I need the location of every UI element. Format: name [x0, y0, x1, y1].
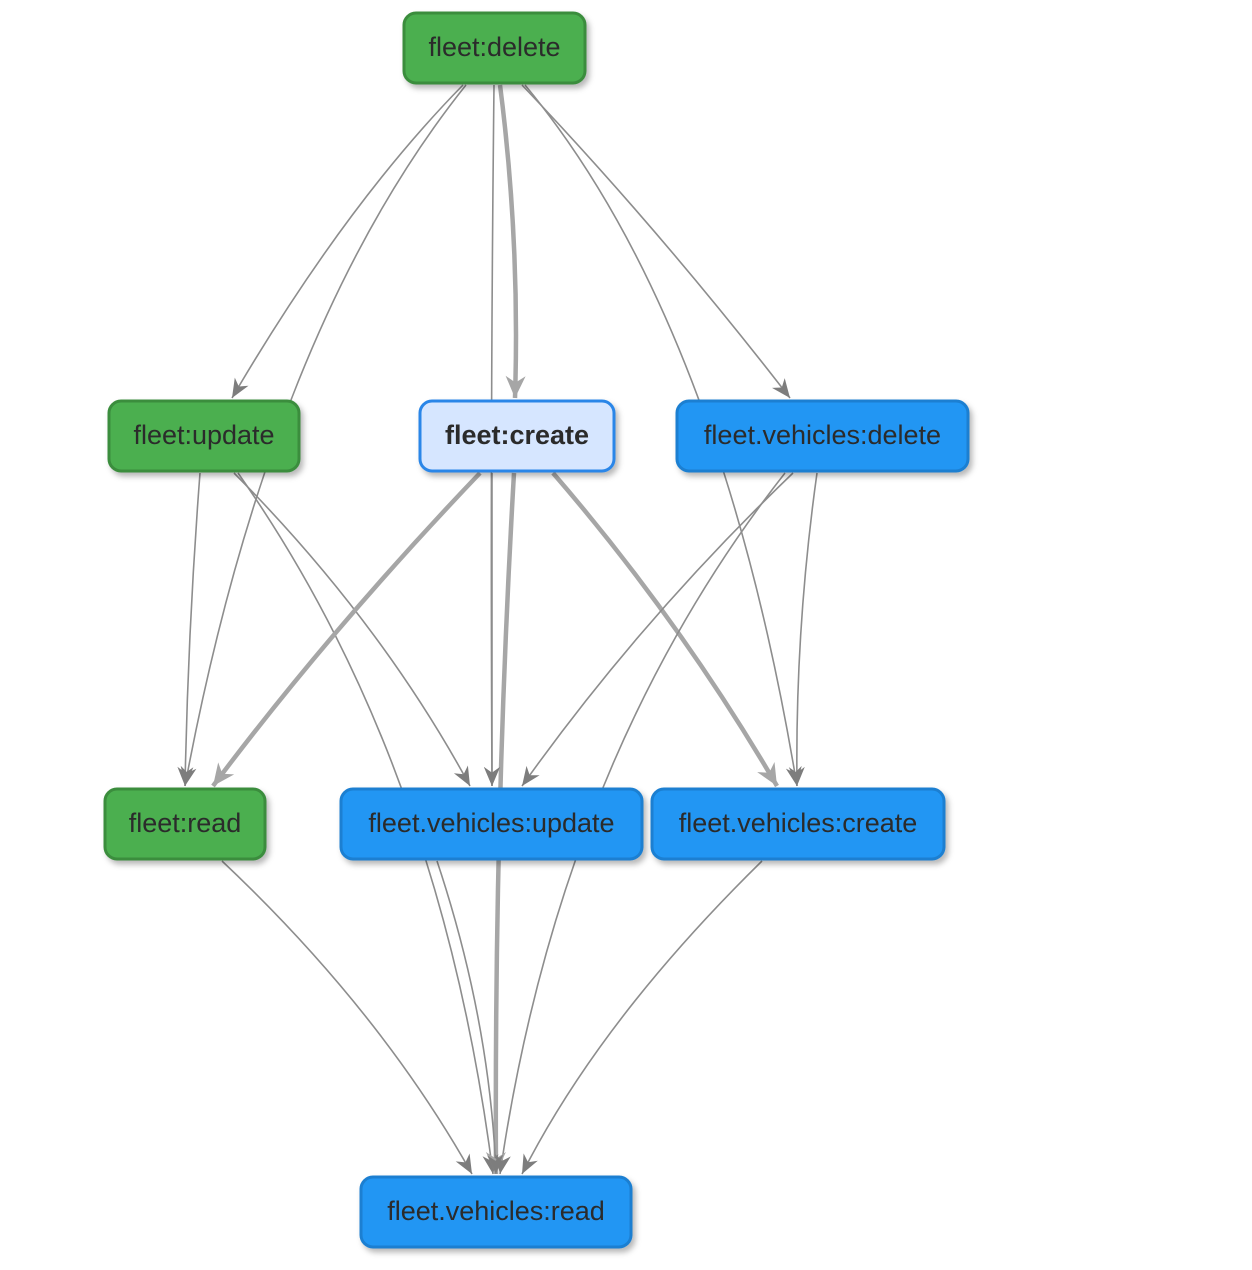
node-box: [339, 787, 644, 861]
node-box: [359, 1175, 633, 1249]
arrowhead-icon: [505, 375, 526, 398]
arrowhead-icon: [232, 377, 249, 398]
edge-fleet-read-to-vehicles-read: [221, 860, 473, 1175]
arrowhead-icon: [522, 765, 540, 786]
edge-fleet-create-to-fleet-read: [211, 471, 482, 788]
arrowhead-icon: [177, 766, 194, 786]
edge-vehicles-create-to-vehicles-read: [521, 860, 763, 1175]
node-label: fleet:delete: [428, 32, 560, 62]
node-fleet-create[interactable]: fleet:create: [418, 399, 616, 473]
arrowhead-icon: [788, 766, 805, 786]
node-label: fleet:update: [133, 420, 274, 450]
arrowhead-icon: [522, 1153, 538, 1174]
node-box: [103, 787, 267, 861]
arrowhead-icon: [453, 765, 470, 786]
edge-fleet-delete-to-vehicles-create: [524, 84, 798, 787]
arrowhead-icon: [455, 1153, 472, 1174]
node-label: fleet:read: [129, 808, 242, 838]
arrowhead-icon: [484, 767, 500, 786]
node-label: fleet.vehicles:delete: [704, 420, 941, 450]
arrowhead-icon: [487, 1154, 504, 1174]
edge-vehicles-delete-to-vehicles-create: [796, 472, 818, 787]
node-vehicles-read[interactable]: fleet.vehicles:read: [359, 1175, 633, 1249]
node-vehicles-create[interactable]: fleet.vehicles:create: [650, 787, 946, 861]
nodes-layer: fleet:delete fleet:update fleet:create flee…: [103, 11, 970, 1249]
node-fleet-read[interactable]: fleet:read: [103, 787, 267, 861]
arrowheads-layer: [177, 375, 805, 1174]
arrowhead-icon: [213, 762, 235, 786]
edge-fleet-update-to-vehicles-update: [233, 472, 471, 787]
arrowhead-icon: [772, 378, 790, 398]
node-label: fleet:create: [445, 420, 589, 450]
node-label: fleet.vehicles:read: [387, 1196, 605, 1226]
edge-fleet-update-to-fleet-read: [184, 472, 201, 787]
edge-fleet-delete-to-fleet-read: [184, 84, 467, 787]
node-label: fleet.vehicles:update: [368, 808, 614, 838]
node-box: [418, 399, 616, 473]
edge-vehicles-update-to-vehicles-read: [436, 860, 497, 1175]
node-vehicles-delete[interactable]: fleet.vehicles:delete: [675, 399, 970, 473]
node-box: [650, 787, 946, 861]
edge-fleet-create-to-vehicles-create: [551, 471, 779, 788]
node-fleet-update[interactable]: fleet:update: [107, 399, 301, 473]
edge-fleet-delete-to-vehicles-delete: [521, 84, 791, 399]
node-vehicles-update[interactable]: fleet.vehicles:update: [339, 787, 644, 861]
node-box: [402, 11, 587, 85]
edge-vehicles-delete-to-vehicles-update: [521, 472, 794, 787]
node-label: fleet.vehicles:create: [679, 808, 918, 838]
edge-fleet-delete-to-fleet-create: [497, 84, 519, 399]
node-box: [675, 399, 970, 473]
edges-layer: [184, 84, 818, 1175]
arrowhead-icon: [757, 762, 777, 786]
edge-fleet-delete-to-fleet-update: [231, 84, 464, 399]
node-box: [107, 399, 301, 473]
node-fleet-delete[interactable]: fleet:delete: [402, 11, 587, 85]
